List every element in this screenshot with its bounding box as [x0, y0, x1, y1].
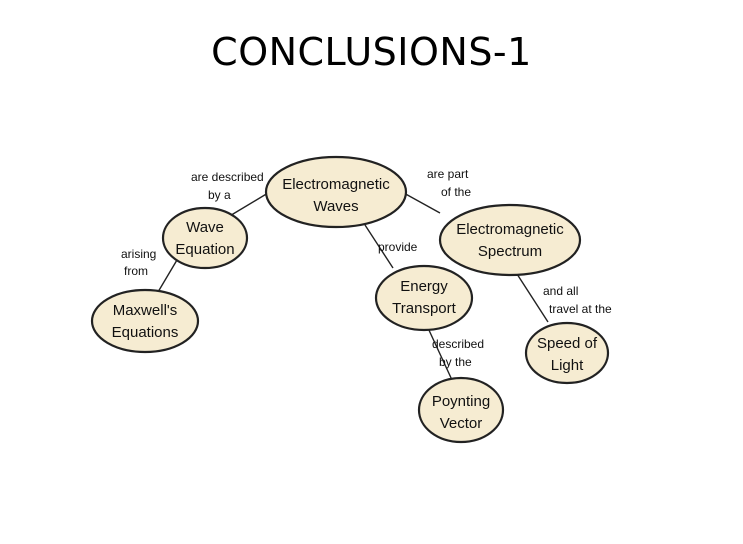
- edge-em-waves-to-em-spectrum: [401, 191, 441, 214]
- edge-label-and-all: and all travel at the: [543, 284, 612, 316]
- edge-em-spectrum-to-speed-of-light: [516, 273, 549, 323]
- edge-em-waves-to-wave-equation: [227, 192, 269, 218]
- edge-wave-equation-to-maxwell: [157, 259, 178, 293]
- slide-title: CONCLUSIONS-1: [211, 30, 532, 74]
- edge-label-provide: provide: [378, 240, 418, 254]
- edge-energy-to-poynting: [427, 327, 453, 381]
- edge-label-described: are described by a: [191, 170, 267, 202]
- edge-label-described-by: described by the: [432, 337, 487, 369]
- edge-em-waves-to-energy-transport: [364, 224, 394, 269]
- edge-label-part-of: are part of the: [427, 167, 472, 199]
- edge-label-arising: arising from: [121, 247, 160, 278]
